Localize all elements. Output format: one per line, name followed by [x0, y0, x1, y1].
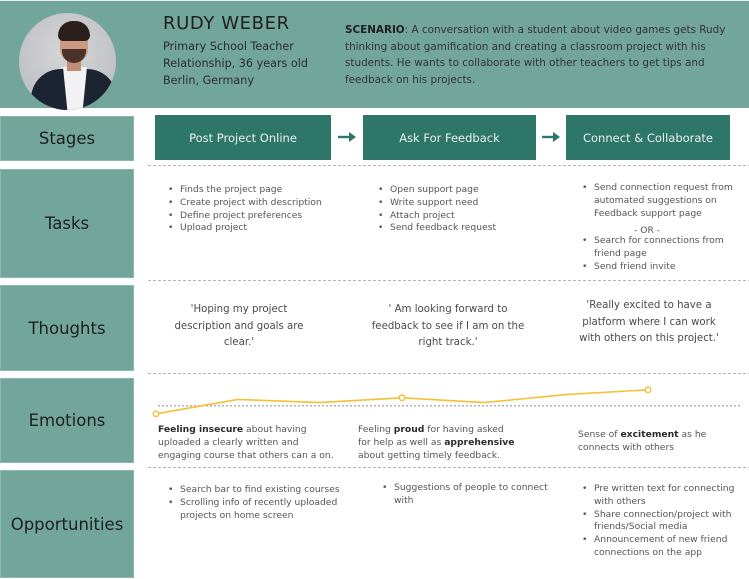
list-item: Define project preferences [166, 210, 322, 223]
opportunities-list-ask-feedback: Suggestions of people to connect with [380, 482, 550, 508]
row-divider [148, 280, 749, 281]
persona-header: RUDY WEBER Primary School Teacher Relati… [0, 0, 749, 110]
emotion-curve [152, 386, 740, 418]
thought-ask-feedback: ' Am looking forward to feedback to see … [371, 304, 525, 348]
emotion-description: as he connects with others [578, 429, 707, 453]
row-label-stages: Stages [0, 116, 134, 161]
scenario-label: SCENARIO [345, 24, 405, 36]
stage-ask-for-feedback: Ask For Feedback [363, 115, 536, 160]
tasks-list-connect-before: Send connection request from automated s… [580, 182, 740, 220]
list-item: Suggestions of people to connect with [380, 482, 550, 508]
list-item: Upload project [166, 222, 322, 235]
persona-occupation: Primary School Teacher [163, 40, 294, 53]
list-item: Announcement of new friend connections o… [580, 534, 740, 560]
emotion-description: for having asked for help as well as [358, 424, 504, 448]
list-item: Finds the project page [166, 184, 322, 197]
row-divider [148, 467, 749, 468]
persona-location: Berlin, Germany [163, 74, 254, 87]
thought-post-project: 'Hoping my project description and goals… [174, 304, 304, 348]
row-label-opportunities: Opportunities [0, 470, 134, 578]
tasks-list-post-project: Finds the project page Create project wi… [166, 184, 322, 235]
emotion-description: Sense of [578, 429, 621, 440]
emotion-point-marker [152, 410, 160, 418]
arrow-right-icon [542, 132, 560, 142]
emotion-keyword: excitement [620, 429, 679, 440]
tasks-list-connect-after: Search for connections from friend page … [580, 235, 740, 273]
emotion-description: about getting timely feedback. [358, 449, 501, 461]
emotion-connect: Sense of excitement as he connects with … [578, 429, 718, 455]
scenario-text: SCENARIO: A conversation with a student … [345, 22, 745, 88]
stage-connect-collaborate: Connect & Collaborate [566, 115, 730, 160]
persona-name: RUDY WEBER [163, 13, 290, 34]
row-divider [148, 373, 749, 374]
arrow-right-icon [338, 132, 356, 142]
tasks-list-ask-feedback: Open support page Write support need Att… [376, 184, 496, 235]
list-item: Scrolling info of recently uploaded proj… [166, 497, 346, 523]
emotion-point-marker [398, 394, 406, 402]
thought-connect: 'Really excited to have a platform where… [579, 300, 719, 344]
stage-post-project-online: Post Project Online [155, 115, 331, 160]
list-item: Send friend invite [580, 261, 740, 274]
avatar [19, 13, 116, 110]
emotion-keyword: Feeling insecure [158, 424, 244, 435]
emotion-ask-feedback: Feeling proud for having asked for help … [358, 424, 516, 462]
emotion-post-project: Feeling insecure about having uploaded a… [158, 424, 338, 462]
emotion-line [155, 389, 649, 415]
list-item: Open support page [376, 184, 496, 197]
row-label-tasks: Tasks [0, 169, 134, 278]
persona-relationship-age: Relationship, 36 years old [163, 57, 308, 70]
scenario-body: : A conversation with a student about vi… [345, 24, 726, 86]
list-item: Write support need [376, 197, 496, 210]
emotion-keyword: apprehensive [444, 436, 515, 448]
list-item: Pre written text for connecting with oth… [580, 483, 740, 509]
list-item: Share connection/project with friends/So… [580, 509, 740, 535]
list-item: Send feedback request [376, 222, 496, 235]
emotion-description: Feeling [358, 424, 394, 435]
row-divider [148, 165, 749, 166]
list-item: Create project with description [166, 197, 322, 210]
list-item: Search for connections from friend page [580, 235, 740, 261]
or-separator: - OR - [634, 225, 661, 236]
row-label-emotions: Emotions [0, 378, 134, 463]
opportunities-list-post-project: Search bar to find existing courses Scro… [166, 484, 346, 522]
emotion-description: about having uploaded a clearly written … [158, 424, 334, 461]
opportunities-list-connect: Pre written text for connecting with oth… [580, 483, 740, 560]
emotion-point-marker [644, 386, 652, 394]
list-item: Attach project [376, 210, 496, 223]
list-item: Search bar to find existing courses [166, 484, 346, 497]
row-label-thoughts: Thoughts [0, 285, 134, 371]
emotion-keyword: proud [393, 424, 425, 435]
list-item: Send connection request from automated s… [580, 182, 740, 220]
